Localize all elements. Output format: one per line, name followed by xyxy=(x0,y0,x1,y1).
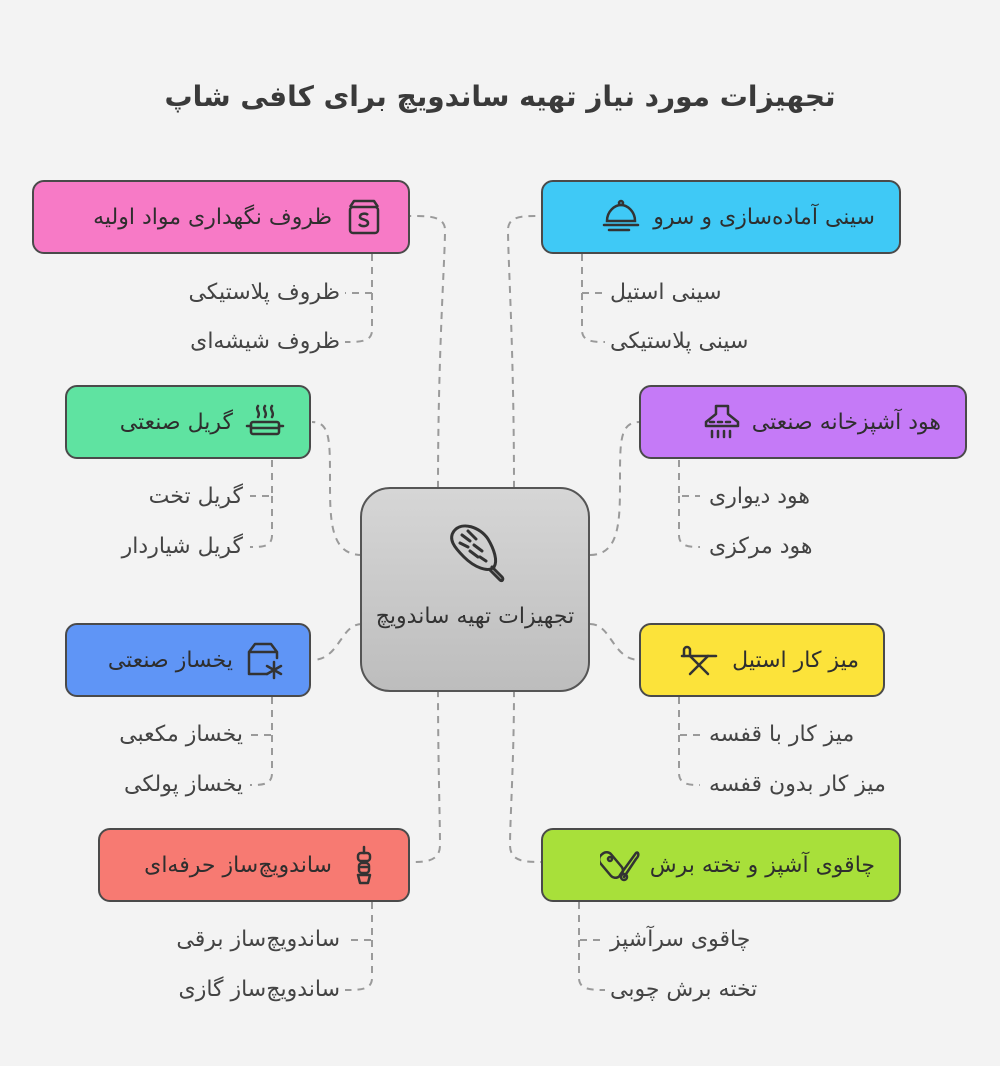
table-item-2: میز کار بدون قفسه xyxy=(709,772,886,797)
branch-storage-label: ظروف نگهداری مواد اولیه xyxy=(93,204,332,230)
serving-cloche-icon xyxy=(602,199,640,232)
branch-maker: ساندویچ‌ساز حرفه‌ای xyxy=(98,828,410,902)
branch-hood: هود آشپزخانه صنعتی xyxy=(639,385,967,459)
work-table-icon xyxy=(680,645,718,676)
branch-hood-label: هود آشپزخانه صنعتی xyxy=(751,409,941,435)
branch-maker-label: ساندویچ‌ساز حرفه‌ای xyxy=(144,852,332,878)
branch-grill: گریل صنعتی xyxy=(65,385,311,459)
maker-item-2: ساندویچ‌ساز گازی xyxy=(178,977,340,1002)
branch-table: میز کار استیل xyxy=(639,623,885,697)
branch-table-label: میز کار استیل xyxy=(732,647,859,673)
knife-board-icon xyxy=(599,850,640,882)
freezer-item-2: یخساز پولکی xyxy=(124,772,243,797)
knife-item-1: چاقوی سرآشپز xyxy=(610,927,751,952)
ice-maker-icon xyxy=(247,642,283,680)
page-title: تجهیزات مورد نیاز تهیه ساندویچ برای کافی… xyxy=(164,80,836,113)
grill-item-2: گریل شیاردار xyxy=(121,534,243,559)
range-hood-icon xyxy=(704,404,740,439)
storage-container-icon xyxy=(348,199,380,235)
storage-item-1: ظروف پلاستیکی xyxy=(188,280,340,305)
knife-item-2: تخته برش چوبی xyxy=(610,977,758,1002)
branch-freezer: یخساز صنعتی xyxy=(65,623,311,697)
branch-knife: چاقوی آشپز و تخته برش xyxy=(541,828,901,902)
sandwich-bread-icon xyxy=(450,524,505,583)
tray-item-1: سینی استیل xyxy=(610,280,722,305)
hood-item-1: هود دیواری xyxy=(709,484,810,509)
hood-item-2: هود مرکزی xyxy=(709,534,813,559)
branch-storage: ظروف نگهداری مواد اولیه xyxy=(32,180,410,254)
grill-item-1: گریل تخت xyxy=(148,484,243,509)
branch-freezer-label: یخساز صنعتی xyxy=(107,647,233,673)
center-label: تجهیزات تهیه ساندویچ xyxy=(375,604,575,629)
center-node: تجهیزات تهیه ساندویچ xyxy=(360,487,590,692)
storage-item-2: ظروف شیشه‌ای xyxy=(190,329,340,354)
maker-item-1: ساندویچ‌ساز برقی xyxy=(176,927,340,952)
branch-grill-label: گریل صنعتی xyxy=(119,409,233,435)
grill-icon xyxy=(245,404,285,436)
table-item-1: میز کار با قفسه xyxy=(709,722,855,747)
branch-knife-label: چاقوی آشپز و تخته برش xyxy=(649,852,875,878)
tray-item-2: سینی پلاستیکی xyxy=(610,329,749,354)
sandwich-maker-icon xyxy=(356,845,372,885)
branch-tray: سینی آماده‌سازی و سرو xyxy=(541,180,901,254)
freezer-item-1: یخساز مکعبی xyxy=(119,722,243,747)
branch-tray-label: سینی آماده‌سازی و سرو xyxy=(653,204,875,230)
